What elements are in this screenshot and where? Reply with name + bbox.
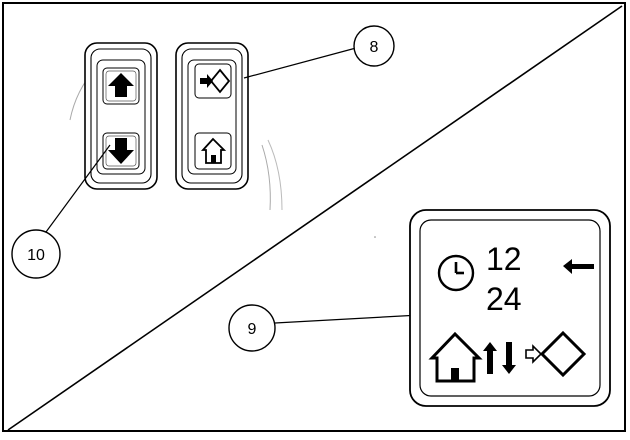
time-format-12: 12 (486, 241, 522, 277)
callout-9-label: 9 (248, 321, 257, 338)
callout-10-circle (11, 229, 61, 279)
callout-9-circle (228, 304, 276, 352)
left-arrow-icon (563, 259, 594, 274)
callout-10-label: 10 (27, 247, 45, 264)
clock-icon (437, 254, 475, 292)
panel-9: 12 24 (409, 209, 611, 407)
leader-line-9 (274, 314, 421, 324)
switch-8 (175, 42, 249, 190)
callout-8-circle (353, 25, 395, 67)
figure-frame (2, 2, 626, 432)
house-icon (200, 137, 227, 164)
leader-line-8 (243, 47, 357, 79)
house-icon (428, 331, 483, 383)
up-arrow-icon (108, 73, 134, 97)
dashboard-contour (261, 144, 271, 211)
callout-8-label: 8 (370, 39, 379, 56)
down-arrow-icon (502, 342, 516, 374)
up-arrow-icon (483, 342, 497, 374)
stray-dot (374, 236, 376, 238)
down-arrow-icon (108, 138, 134, 164)
dashboard-contour (267, 139, 283, 211)
enter-diamond-icon (525, 330, 587, 378)
time-format-24: 24 (486, 281, 522, 317)
switch-10 (84, 42, 158, 190)
diagonal-divider (7, 5, 623, 431)
enter-diamond-icon (200, 68, 231, 94)
leader-line-10 (45, 144, 111, 233)
